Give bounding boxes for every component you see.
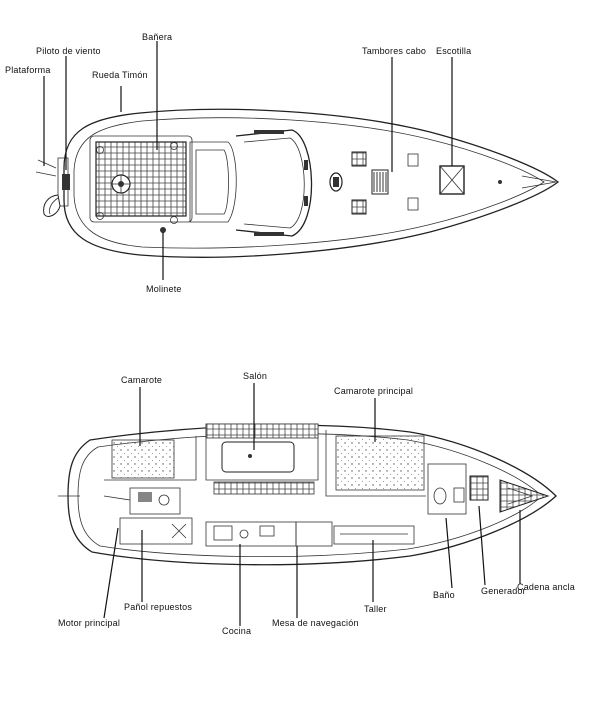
deck-leader-lines: [43, 41, 453, 280]
label-motor-principal: Motor principal: [58, 618, 120, 628]
interior-plan: [58, 423, 557, 566]
interior-hull-inner: [77, 433, 543, 558]
interior-hull-outline: [67, 424, 557, 566]
label-piloto-de-viento: Piloto de viento: [36, 46, 101, 56]
deck-plan: [35, 108, 560, 258]
fore-hatch: [439, 165, 465, 195]
label-molinete: Molinete: [146, 284, 182, 294]
deck-hull-outline: [63, 108, 560, 258]
windlass-winch: [160, 227, 166, 233]
spares-locker: [119, 517, 193, 545]
anchor-chain-locker: [499, 479, 550, 513]
galley: [205, 521, 297, 547]
label-mesa-de-navegacion: Mesa de navegación: [272, 618, 359, 628]
label-rueda-timon: Rueda Timón: [92, 70, 148, 80]
interior-leader-lines: [103, 383, 521, 626]
label-panol-repuestos: Pañol repuestos: [124, 602, 192, 612]
coachroof: [235, 129, 313, 237]
cockpit: [95, 141, 187, 217]
label-escotilla: Escotilla: [436, 46, 471, 56]
deck-hatch-starboard: [351, 199, 367, 215]
label-cadena-ancla: Cadena ancla: [517, 582, 575, 592]
label-camarote-principal: Camarote principal: [334, 386, 413, 396]
label-banera: Bañera: [142, 32, 172, 42]
deck-hull-inner: [73, 117, 545, 249]
saloon: [205, 423, 319, 495]
label-plataforma: Plataforma: [5, 65, 51, 75]
rope-drums: [371, 169, 389, 195]
companionway: [189, 141, 237, 223]
label-cocina: Cocina: [222, 626, 251, 636]
deck-hatch-port: [351, 151, 367, 167]
aft-cabin-bunk: [111, 439, 175, 479]
main-cabin-bunk: [335, 435, 425, 491]
workshop: [333, 525, 415, 545]
generator: [469, 475, 489, 501]
head-compartment: [427, 463, 467, 515]
label-taller: Taller: [364, 604, 387, 614]
label-tambores-cabo: Tambores cabo: [362, 46, 426, 56]
engine-compartment: [103, 487, 181, 515]
wind-vane-pilot: [35, 159, 70, 217]
bow-roller: [521, 175, 557, 189]
helm-wheel: [111, 174, 131, 194]
label-salon: Salón: [243, 371, 267, 381]
label-generador: Generador: [481, 586, 526, 596]
navigation-table: [295, 521, 333, 547]
label-bano: Baño: [433, 590, 455, 600]
mast: [329, 172, 343, 192]
label-camarote: Camarote: [121, 375, 162, 385]
